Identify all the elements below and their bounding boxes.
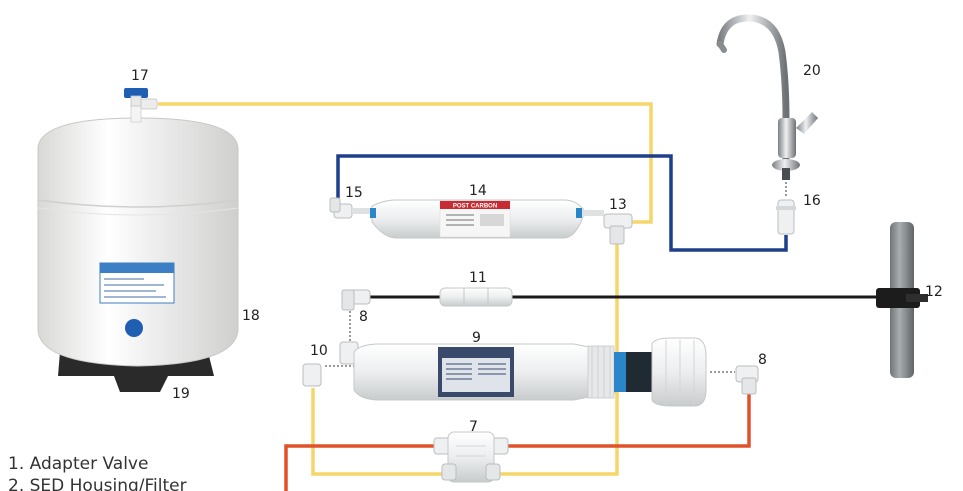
red-feed-tube: [284, 444, 434, 491]
faucet: [716, 14, 818, 235]
elbow-fitting-10: [302, 363, 322, 387]
faucet-adapter-16: [777, 199, 795, 235]
label-10: 10: [310, 343, 328, 359]
tank-drain-cap: [125, 319, 143, 337]
label-11: 11: [469, 270, 487, 286]
legend-item-1: 1. Adapter Valve: [8, 454, 149, 474]
yellow-tube-valve-to-membrane: [500, 392, 619, 476]
post-filter-tag-text: POST CARBON: [453, 204, 497, 210]
yellow-tube-lower-loop: [311, 388, 444, 476]
red-feed-tube-right: [508, 394, 751, 448]
label-9: 9: [472, 330, 481, 346]
label-18: 18: [242, 308, 260, 324]
membrane-oring: [614, 352, 626, 392]
label-17: 17: [131, 68, 149, 84]
blue-tube-to-faucet: [336, 154, 788, 252]
label-12: 12: [925, 284, 943, 300]
label-20: 20: [803, 63, 821, 79]
yellow-tube-tank-line: [158, 102, 653, 224]
tank-valve-cap: [124, 88, 148, 98]
label-16: 16: [803, 193, 821, 209]
post-carbon-filter: POST CARBON: [329, 197, 633, 245]
flow-restrictor: [341, 287, 513, 311]
post-filter-tag: [440, 201, 510, 209]
membrane-housing: [302, 337, 759, 407]
label-15: 15: [345, 185, 363, 201]
label-8-right: 8: [758, 352, 767, 368]
storage-tank: [37, 88, 239, 392]
label-14: 14: [469, 183, 487, 199]
label-19: 19: [172, 386, 190, 402]
tank-body: [37, 117, 239, 367]
shutoff-valve: [433, 431, 509, 483]
parts-legend: 1. Adapter Valve 2. SED Housing/Filter: [8, 453, 187, 491]
label-7: 7: [469, 419, 478, 435]
label-8-upper: 8: [359, 309, 368, 325]
drain-saddle: [876, 222, 928, 378]
label-13: 13: [609, 197, 627, 213]
membrane-cap: [651, 337, 707, 407]
legend-item-2: 2. SED Housing/Filter: [8, 476, 187, 491]
